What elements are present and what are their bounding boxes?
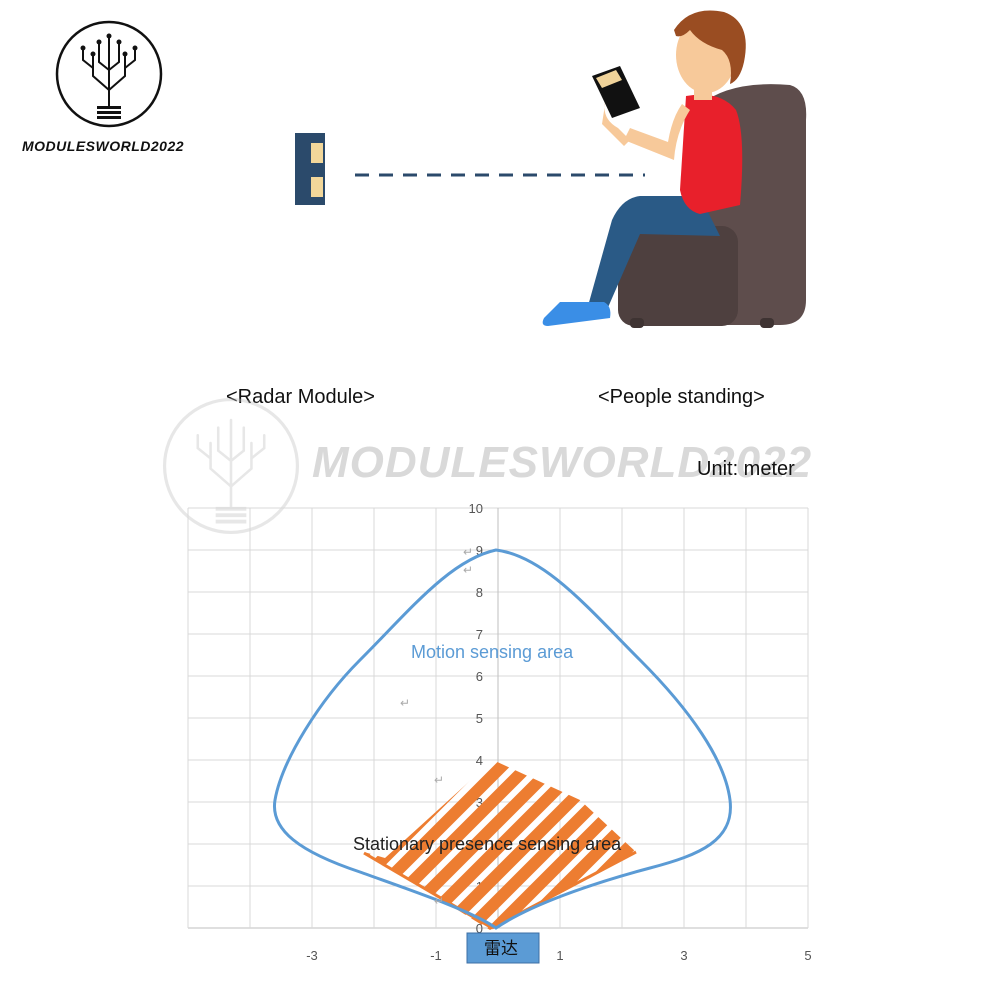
stationary-stripe	[364, 760, 533, 930]
grid	[187, 507, 809, 929]
x-tick-label: 1	[556, 948, 563, 963]
stationary-area-label: Stationary presence sensing area	[353, 834, 622, 854]
stationary-stripe	[615, 760, 636, 930]
svg-text:雷达: 雷达	[484, 939, 518, 959]
watermark-logo-icon	[162, 397, 300, 535]
x-tick-label: -1	[430, 948, 442, 963]
y-tick-label: 4	[476, 753, 483, 768]
people-standing-caption: <People standing>	[598, 386, 765, 408]
y-tick-label: 6	[476, 669, 483, 684]
person-in-chair-illustration	[355, 10, 807, 328]
y-tick-label: 8	[476, 585, 483, 600]
motion-area-label: Motion sensing area	[411, 642, 574, 662]
y-tick-label: 10	[469, 501, 483, 516]
x-axis-ticks: -3 -1 1 3 5	[306, 948, 811, 963]
radar-module-caption: <Radar Module>	[226, 386, 375, 408]
person-torso	[602, 94, 743, 214]
book	[592, 66, 640, 118]
stationary-stripe	[646, 740, 866, 960]
radar-module-device	[295, 133, 325, 205]
x-tick-label: 3	[680, 948, 687, 963]
x-tick-label: -3	[306, 948, 318, 963]
svg-text:↵: ↵	[463, 563, 473, 577]
svg-text:↵: ↵	[434, 894, 444, 908]
y-tick-label: 5	[476, 711, 483, 726]
svg-text:↵: ↵	[463, 545, 473, 559]
return-marks: ↵ ↵ ↵ ↵ ↵	[400, 545, 473, 908]
y-tick-label: 0	[476, 921, 483, 936]
person-legs	[542, 196, 720, 326]
svg-text:↵: ↵	[400, 696, 410, 710]
y-tick-label: 9	[476, 543, 483, 558]
motion-sensing-area-outline	[272, 548, 732, 930]
watermark-text: MODULESWORLD2022	[312, 438, 813, 487]
brand-name: MODULESWORLD2022	[22, 138, 185, 154]
brand-logo-icon	[55, 20, 163, 128]
radar-position-box: 雷达	[466, 932, 540, 964]
unit-label: Unit: meter	[697, 458, 795, 480]
person-head	[674, 10, 746, 100]
y-tick-label: 3	[476, 795, 483, 810]
y-tick-label: 7	[476, 627, 483, 642]
x-tick-label: 5	[804, 948, 811, 963]
stationary-stripe	[672, 740, 892, 960]
svg-text:↵: ↵	[434, 773, 444, 787]
